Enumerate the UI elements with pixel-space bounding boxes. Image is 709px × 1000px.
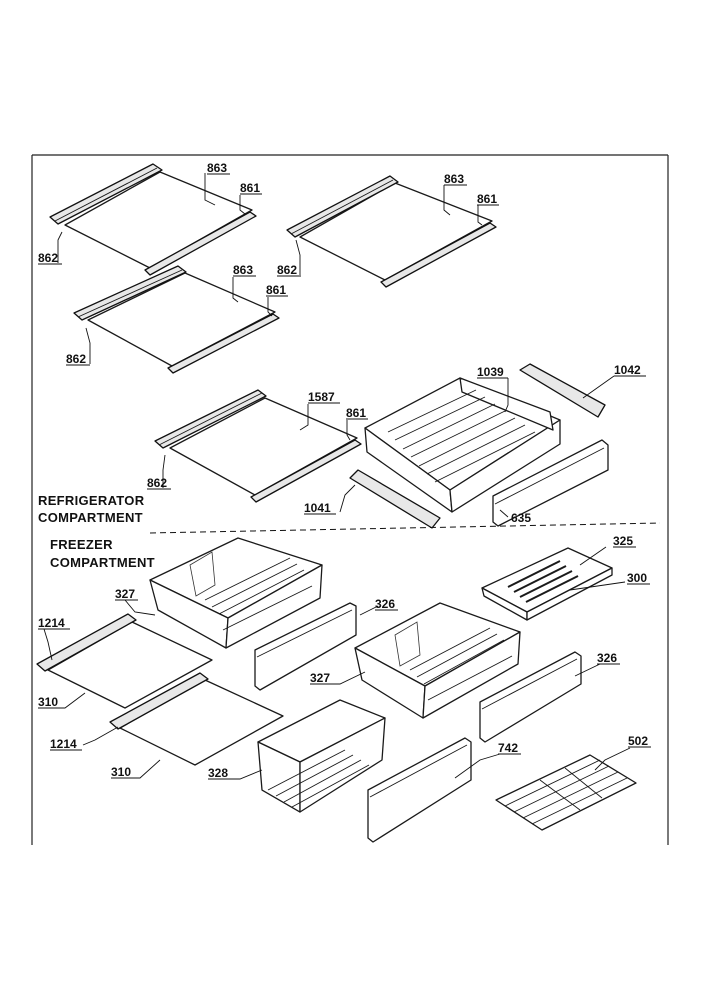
- part-labels: 863 861 862 863 861 862 863 861 862 1587…: [38, 161, 651, 780]
- freezer-shelf-upper: [36, 613, 213, 709]
- label-310: 310: [38, 695, 58, 709]
- label-1214: 1214: [50, 737, 77, 751]
- label-1039: 1039: [477, 365, 504, 379]
- label-326: 326: [597, 651, 617, 665]
- label-327: 327: [310, 671, 330, 685]
- label-861: 861: [266, 283, 286, 297]
- freezer-heading-line1: FREEZER: [50, 537, 113, 552]
- label-863: 863: [444, 172, 464, 186]
- label-863: 863: [233, 263, 253, 277]
- label-861: 861: [240, 181, 260, 195]
- bottom-drawer-front: [367, 737, 472, 843]
- wire-shelf: [495, 754, 637, 831]
- refrigerator-heading-line2: COMPARTMENT: [38, 510, 143, 525]
- freezer-drawer-front-upper: [254, 602, 357, 691]
- label-862: 862: [277, 263, 297, 277]
- label-635: 635: [511, 511, 531, 525]
- label-300: 300: [627, 571, 647, 585]
- label-502: 502: [628, 734, 648, 748]
- leader-lines: [40, 173, 631, 780]
- label-327: 327: [115, 587, 135, 601]
- freezer-heading-line2: COMPARTMENT: [50, 555, 155, 570]
- label-325: 325: [613, 534, 633, 548]
- label-1041: 1041: [304, 501, 331, 515]
- ice-tray-assembly: [481, 547, 613, 621]
- label-1214: 1214: [38, 616, 65, 630]
- shelf-assembly-d: [154, 389, 362, 503]
- label-328: 328: [208, 766, 228, 780]
- shelf-assembly-a: [49, 163, 257, 276]
- freezer-drawer-upper: [149, 537, 323, 649]
- label-1042: 1042: [614, 363, 641, 377]
- shelf-assembly-b: [286, 175, 497, 288]
- label-861: 861: [477, 192, 497, 206]
- label-862: 862: [38, 251, 58, 265]
- label-310: 310: [111, 765, 131, 779]
- label-862: 862: [66, 352, 86, 366]
- freezer-drawer-front-middle: [479, 651, 582, 743]
- shelf-assembly-c: [73, 265, 280, 374]
- wire-basket: [257, 699, 386, 813]
- label-862: 862: [147, 476, 167, 490]
- drawer-rail-right: [519, 363, 606, 418]
- label-1587: 1587: [308, 390, 335, 404]
- refrigerator-heading-line1: REFRIGERATOR: [38, 493, 145, 508]
- label-742: 742: [498, 741, 518, 755]
- label-861: 861: [346, 406, 366, 420]
- label-863: 863: [207, 161, 227, 175]
- freezer-shelf-lower: [109, 672, 284, 766]
- section-divider: [149, 522, 661, 534]
- label-326: 326: [375, 597, 395, 611]
- freezer-drawer-middle: [354, 602, 521, 719]
- crisper-drawer: [364, 377, 561, 513]
- drawer-rail-left: [349, 469, 441, 529]
- drawer-front-cover: [492, 439, 609, 527]
